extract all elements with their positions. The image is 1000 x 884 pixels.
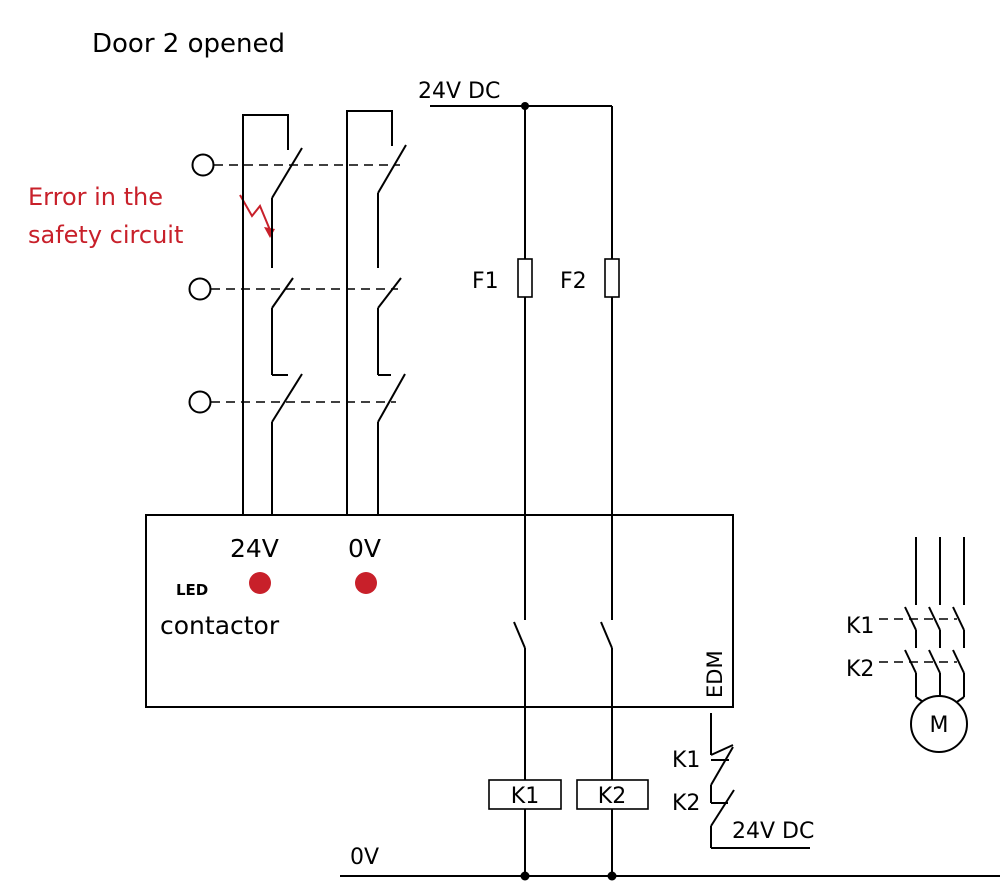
door-switch-channel-1 (242, 114, 303, 515)
door-switch-channel-2 (346, 110, 407, 515)
motor-k1-label: K1 (846, 614, 874, 639)
motor-contacts-k1 (879, 606, 965, 648)
coil-k1 (488, 779, 562, 810)
coil-k2 (576, 779, 649, 810)
output-contact-2 (600, 515, 613, 707)
motor-label: M (930, 713, 949, 738)
supply-24vdc-label: 24V DC (418, 79, 500, 104)
diagram-title: Door 2 opened (92, 29, 285, 59)
door-actuator-2 (188, 277, 398, 301)
led-24v-indicator (249, 572, 271, 594)
terminal-0v-label: 0V (348, 534, 381, 563)
error-label-line1: Error in the (28, 183, 163, 211)
led-0v-indicator (355, 572, 377, 594)
led-label: LED (176, 581, 208, 599)
edm-feedback-circuit (710, 713, 810, 849)
motor-power-lines (915, 537, 965, 605)
motor-symbol (910, 695, 968, 753)
coil-k2-label: K2 (598, 784, 626, 809)
supply-0v-label: 0V (350, 845, 379, 870)
coil-k1-label: K1 (511, 784, 539, 809)
terminal-24v-label: 24V (230, 534, 279, 563)
motor-contacts-k2 (879, 649, 965, 705)
fuse-f2 (604, 258, 620, 298)
feedback-k1-label: K1 (672, 748, 700, 773)
fuse-f1-label: F1 (472, 269, 499, 294)
output-contact-1 (513, 515, 526, 707)
edm-label: EDM (703, 650, 727, 698)
motor-k2-label: K2 (846, 657, 874, 682)
edm-supply-label: 24V DC (732, 819, 814, 844)
supply-24vdc-rail (430, 102, 613, 515)
contactor-label: contactor (160, 611, 280, 640)
error-lightning-icon (239, 194, 275, 238)
error-label-line2: safety circuit (28, 221, 183, 249)
door-actuator-1 (191, 153, 400, 177)
feedback-k2-label: K2 (672, 791, 700, 816)
fuse-f2-label: F2 (560, 269, 587, 294)
door-actuator-3 (188, 390, 396, 414)
safety-relay-box (145, 514, 734, 708)
fuse-f1 (517, 258, 533, 298)
